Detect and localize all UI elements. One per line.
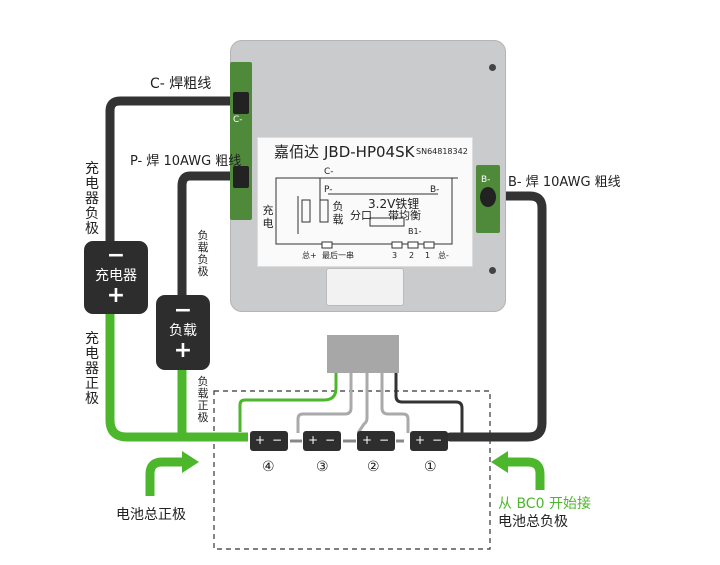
sticker-brand: 嘉佰达	[274, 143, 320, 161]
sticker-charge: 充电	[262, 204, 274, 230]
cell-2-number: ②	[367, 459, 380, 475]
balance-wire-2	[356, 372, 369, 434]
cell-4-number: ④	[262, 459, 275, 475]
load-minus: −	[173, 298, 193, 323]
cell-4-minus: −	[271, 433, 282, 447]
pcb-strip-left	[230, 62, 252, 220]
charger-pos-label: 充电器正极	[85, 331, 99, 407]
c-pad-label: C-	[233, 115, 243, 125]
p-minus-label: P- 焊 10AWG 粗线	[130, 154, 242, 169]
charger-name: 充电器	[95, 268, 137, 284]
charger-plus: +	[106, 283, 126, 308]
load-name: 负载	[169, 323, 197, 339]
mount-hole	[489, 64, 496, 71]
load-plus: +	[173, 338, 193, 363]
cell-1-number: ①	[424, 459, 437, 475]
cell-4: + −	[250, 431, 288, 451]
mount-hole	[489, 267, 496, 274]
balance-wire-0	[394, 372, 464, 433]
load-box: − 负载 +	[156, 295, 210, 370]
sticker-schematic	[275, 177, 458, 249]
sticker-num2: 2	[409, 251, 415, 260]
cell-2: + −	[357, 431, 395, 451]
arrow-total-neg	[506, 457, 545, 490]
balance-wire-3	[296, 372, 353, 433]
cell-3-plus: +	[308, 433, 319, 447]
pcb-strip-right	[476, 165, 500, 233]
battery-pack-outline	[213, 390, 491, 550]
charger-minus: −	[106, 243, 126, 268]
charger-neg-label: 充电器负极	[85, 161, 99, 237]
load-pos-label: 负载正极	[197, 375, 209, 424]
c-pad-terminal	[233, 92, 249, 114]
cell-1: + −	[410, 431, 448, 451]
sticker-num3: 3	[392, 251, 398, 260]
c-minus-wire	[105, 96, 237, 248]
sticker-total-minus: 总-	[438, 251, 449, 260]
sticker-c-pin: C-	[324, 167, 334, 177]
b-minus-label: B- 焊 10AWG 粗线	[508, 175, 621, 190]
sticker-serial: SN64818342	[416, 147, 468, 156]
p-minus-wire	[177, 171, 237, 302]
cell-3-number: ③	[316, 459, 329, 475]
cell-2-minus: −	[378, 433, 389, 447]
sticker-split-port: 分口	[350, 209, 372, 222]
cell-3-minus: −	[324, 433, 335, 447]
sticker-p-pin: P-	[324, 185, 333, 195]
sticker-load: 负载	[332, 200, 344, 226]
board-connector	[326, 268, 404, 306]
sticker-b1: B1-	[408, 227, 422, 236]
sticker-num1: 1	[425, 251, 431, 260]
battery-total-neg-label: 电池总负极	[498, 514, 568, 530]
charger-pos-wire	[105, 312, 248, 442]
p-pad-terminal	[233, 166, 249, 188]
sticker-balance: 带均衡	[388, 209, 421, 222]
b-minus-wire	[445, 191, 547, 442]
arrow-head-neg	[491, 451, 508, 473]
cell-2-plus: +	[362, 433, 373, 447]
sticker-total-plus: 总+	[302, 251, 317, 260]
load-neg-label: 负载负极	[197, 229, 209, 278]
cell-1-minus: −	[431, 433, 442, 447]
cell-3: + −	[303, 431, 341, 451]
start-bc0-label: 从 BC0 开始接	[498, 496, 591, 512]
charger-box: − 充电器 +	[84, 241, 148, 314]
b-pad-terminal	[480, 187, 496, 207]
arrow-head-pos	[182, 451, 199, 473]
cell-1-plus: +	[415, 433, 426, 447]
sticker-last-string: 最后一串	[322, 251, 354, 260]
cell-4-plus: +	[255, 433, 266, 447]
sticker-b-pin: B-	[430, 185, 440, 195]
balance-connector	[327, 335, 399, 373]
sticker-model: JBD-HP04SK	[324, 143, 415, 161]
battery-total-pos-label: 电池总正极	[116, 507, 186, 523]
balance-wire-1	[380, 372, 410, 433]
sticker-battery: 3.2V铁锂	[368, 197, 420, 211]
balance-wire-4	[238, 372, 338, 432]
arrow-total-pos	[145, 457, 184, 496]
c-minus-label: C- 焊粗线	[150, 76, 212, 92]
b-pad-label: B-	[481, 175, 491, 185]
label-sticker: 嘉佰达 JBD-HP04SK SN64818342 C- P- B- 充电 负载…	[257, 137, 473, 267]
